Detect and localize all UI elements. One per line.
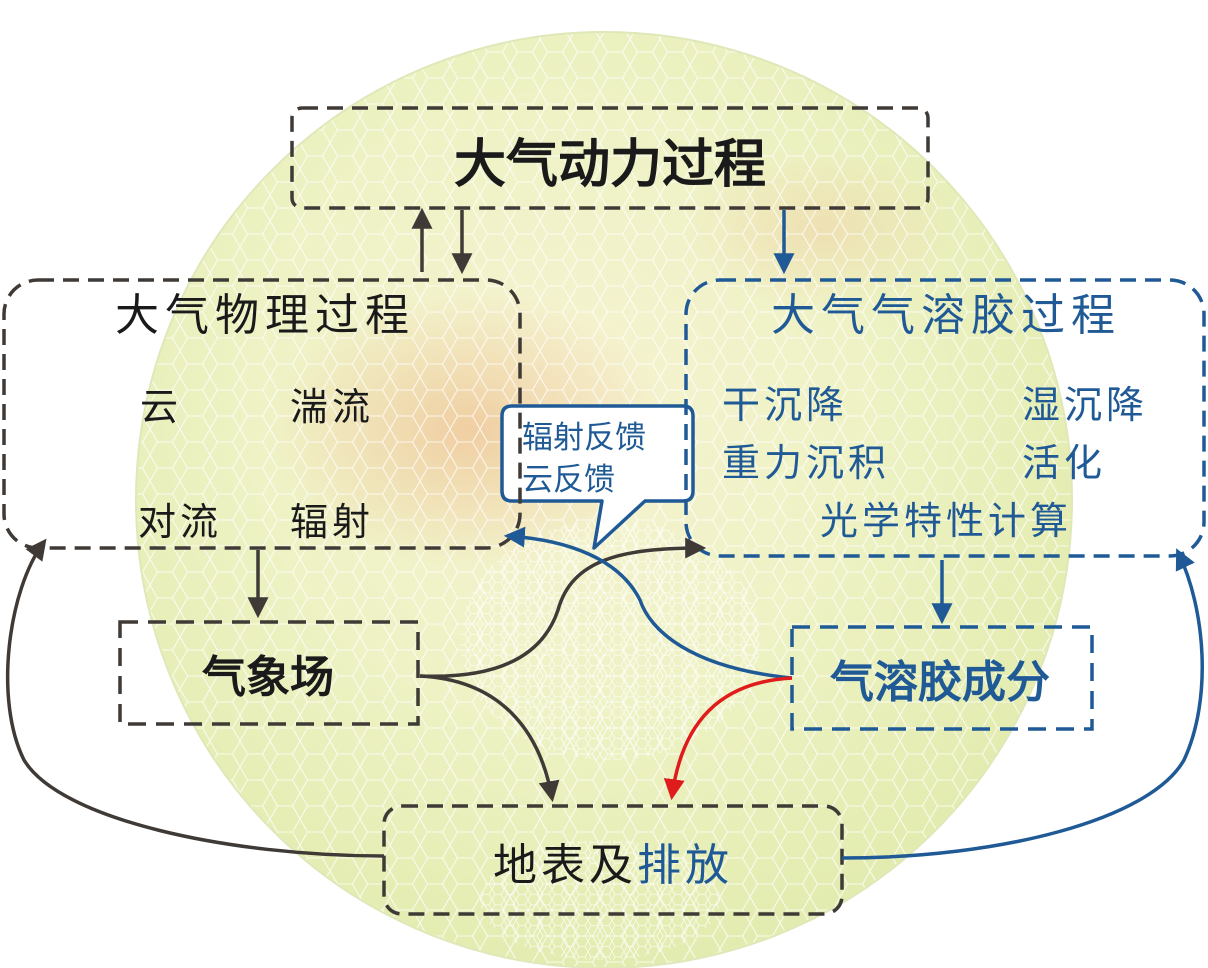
callout-radiative-feedback: 辐射反馈	[522, 420, 646, 456]
arrow-meteorology-to-surface	[419, 674, 560, 803]
aerosol-item-dry-deposition: 干沉降	[722, 383, 848, 427]
physics-item-convection: 对流	[138, 500, 222, 544]
arrow-surface-to-physics	[5, 538, 385, 858]
aerosol-box	[684, 278, 1206, 558]
physics-title: 大气物理过程	[115, 290, 415, 341]
aerosol-item-wet-deposition: 湿沉降	[1022, 383, 1148, 427]
callout-cloud-feedback: 云反馈	[522, 462, 615, 498]
surface-box	[382, 804, 844, 916]
aerosol-title: 大气气溶胶过程	[771, 290, 1121, 341]
feedback-callout: 辐射反馈 云反馈	[500, 404, 695, 550]
physics-box	[2, 278, 522, 550]
aerosol-components-box	[790, 625, 1094, 731]
arrow-surface-to-aerosol	[841, 548, 1204, 860]
surface-title-part1: 地表及	[493, 840, 637, 891]
physics-item-radiation: 辐射	[290, 500, 374, 544]
surface-title: 地表及排放	[493, 840, 733, 891]
physics-item-cloud: 云	[140, 385, 178, 429]
meteorology-box	[118, 620, 420, 726]
physics-item-turbulence: 湍流	[290, 385, 374, 429]
arrow-meteorology-to-aerosol	[419, 537, 707, 678]
aerosol-components-title: 气溶胶成分	[830, 657, 1050, 708]
aerosol-item-optical-properties: 光学特性计算	[820, 499, 1072, 543]
aerosol-item-activation: 活化	[1022, 441, 1106, 485]
dynamics-box	[290, 106, 930, 210]
aerosol-item-gravitational-settling: 重力沉积	[722, 441, 890, 485]
arrow-components-to-physics	[503, 526, 793, 680]
arrow-components-to-surface	[663, 676, 793, 801]
dynamics-title: 大气动力过程	[454, 135, 766, 195]
surface-title-part2: 排放	[637, 840, 733, 891]
meteorology-title: 气象场	[202, 652, 334, 703]
